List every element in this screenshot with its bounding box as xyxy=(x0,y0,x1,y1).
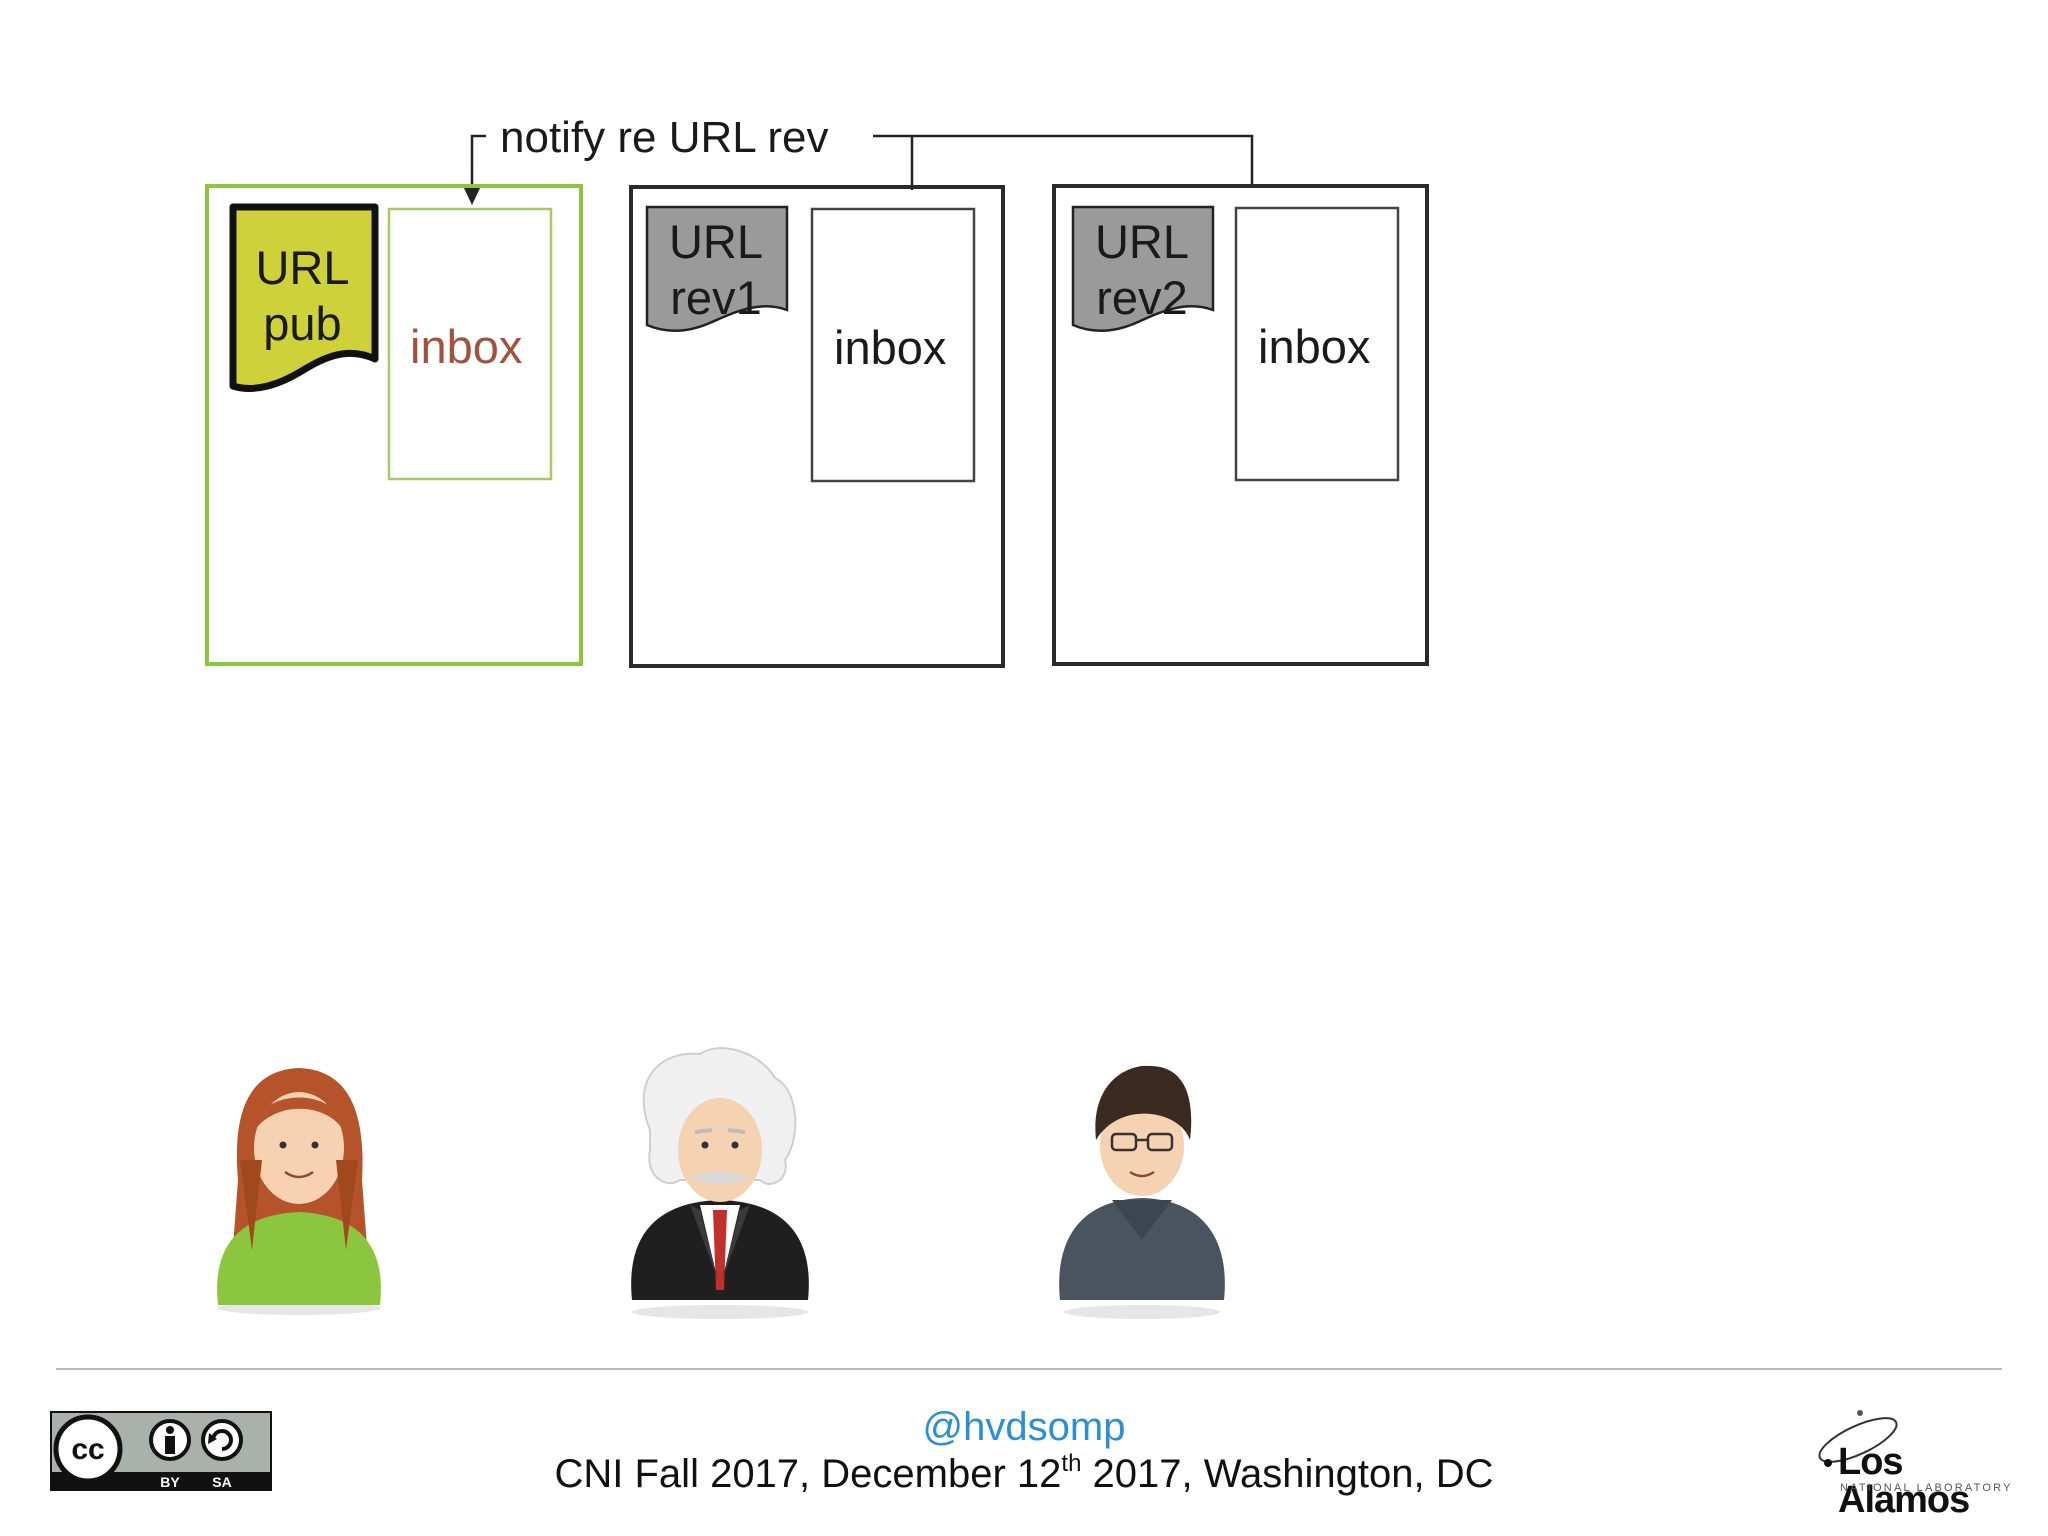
license-sa-text: SA xyxy=(212,1474,231,1490)
url-rev2-line2: rev2 xyxy=(1096,271,1188,325)
reviewer1-inbox-label: inbox xyxy=(834,321,947,374)
cc-license-icon: cc BY SA xyxy=(50,1411,272,1491)
lanl-name: Los Alamos xyxy=(1838,1441,1970,1521)
los-alamos-logo: Los Alamos NATIONAL LABORATORY xyxy=(1798,1405,2033,1519)
event-credit: CNI Fall 2017, December 12th 2017, Washi… xyxy=(0,1452,2048,1497)
url-rev2-label: URL rev2 xyxy=(1076,214,1208,327)
reviewer2-box xyxy=(1052,184,1429,666)
cc-text: cc xyxy=(71,1433,104,1466)
einstein-avatar-graphic xyxy=(631,1047,809,1319)
reviewer2-inbox-box xyxy=(1234,206,1400,482)
reviewer2-inbox-label: inbox xyxy=(1258,320,1371,373)
url-rev2-line1: URL xyxy=(1094,215,1190,268)
atom-orbit-icon xyxy=(1818,1410,1898,1467)
credit-superscript: th xyxy=(1061,1450,1082,1477)
publisher-inbox-label: inbox xyxy=(410,320,523,373)
url-pub-line2: pub xyxy=(263,297,342,351)
publisher-box xyxy=(205,184,583,666)
notify-label: notify re URL rev xyxy=(500,113,829,162)
credit-suffix: 2017, Washington, DC xyxy=(1081,1452,1494,1496)
url-pub-document xyxy=(229,203,379,392)
publisher-inbox-box xyxy=(387,207,553,481)
woman-avatar-graphic xyxy=(217,1068,381,1315)
url-rev1-document xyxy=(645,205,789,332)
license-by-text: BY xyxy=(160,1474,180,1490)
lanl-subtitle: NATIONAL LABORATORY xyxy=(1840,1482,2013,1494)
url-rev1-line1: URL xyxy=(668,215,764,268)
url-rev1-label: URL rev1 xyxy=(650,214,782,327)
twitter-handle[interactable]: @hvdsomp xyxy=(922,1405,1126,1449)
notify-arrowhead xyxy=(463,186,481,205)
notify-connector xyxy=(470,134,1254,190)
footer-divider xyxy=(56,1368,2002,1370)
credit-prefix: CNI Fall 2017, December 12 xyxy=(554,1452,1062,1496)
man-avatar-graphic xyxy=(1059,1065,1225,1319)
url-rev2-document xyxy=(1071,205,1215,332)
url-rev1-line2: rev1 xyxy=(670,271,762,325)
reviewer1-inbox-box xyxy=(810,207,976,483)
cc-by-sa-license-badge[interactable]: cc BY SA xyxy=(50,1411,272,1496)
reviewer1-box xyxy=(629,185,1005,668)
url-pub-line1: URL xyxy=(255,241,350,294)
url-pub-label: URL pub xyxy=(240,240,365,353)
